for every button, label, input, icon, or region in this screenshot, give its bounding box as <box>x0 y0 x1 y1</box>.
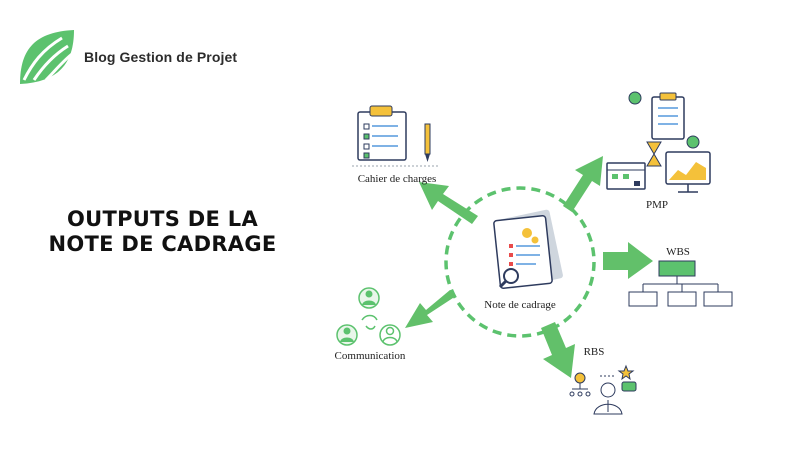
leaf-logo-icon <box>20 30 74 84</box>
page-title: OUTPUTS DE LA NOTE DE CADRAGE <box>40 207 285 257</box>
brand-name: Blog Gestion de Projet <box>84 49 238 65</box>
output-label-rbs: RBS <box>584 346 605 358</box>
resource-breakdown-person-icon <box>569 364 637 415</box>
output-label-communication: Communication <box>335 350 406 362</box>
output-label-pmp: PMP <box>646 199 668 211</box>
output-label-cahier: Cahier de charges <box>358 173 437 185</box>
planning-dashboard-icon <box>606 91 711 193</box>
title-line-2: NOTE DE CADRAGE <box>48 232 277 256</box>
people-cycle-icon <box>336 287 401 346</box>
arrows <box>405 156 653 378</box>
arrow-to-pmp <box>563 156 603 212</box>
tree-structure-icon <box>628 260 733 307</box>
output-label-wbs: WBS <box>666 246 690 258</box>
center-label: Note de cadrage <box>484 299 556 311</box>
arrow-to-rbs <box>541 322 575 378</box>
clipboard-magnifier-icon <box>493 209 563 289</box>
center-dashed-circle <box>444 186 596 338</box>
arrow-to-wbs <box>603 242 653 279</box>
clipboard-checklist-pen-icon <box>352 105 440 167</box>
arrow-to-communication <box>405 290 456 328</box>
title-line-1: OUTPUTS DE LA <box>66 207 259 231</box>
brand-logo: Blog Gestion de Projet <box>18 28 237 86</box>
arrow-to-cahier <box>419 182 478 224</box>
